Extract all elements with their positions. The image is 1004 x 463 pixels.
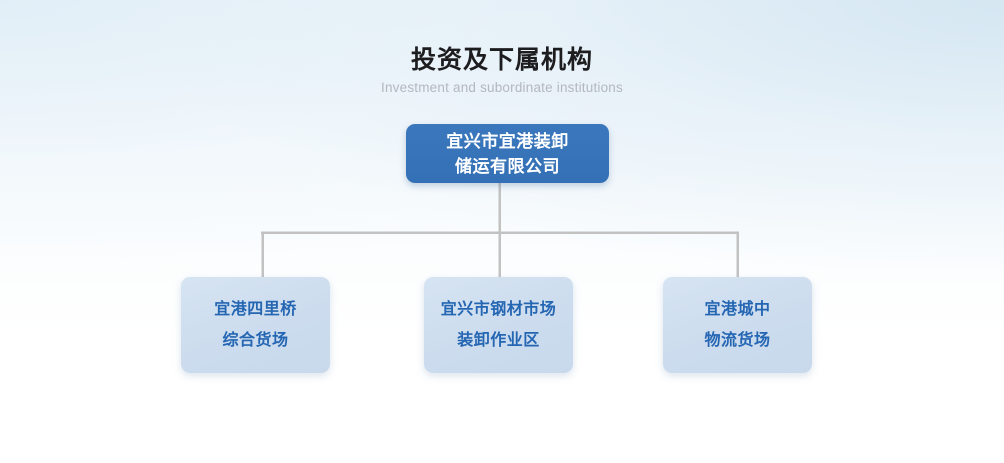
chart-heading: 投资及下属机构 Investment and subordinate insti… [0,44,1004,97]
org-node-child-3-line-1: 宜港城中 [704,301,771,318]
org-node-child-2-line-1: 宜兴市钢材市场 [440,301,557,318]
org-node-child-1-line-2: 综合货场 [222,332,289,349]
org-node-root-line-2: 储运有限公司 [455,156,560,176]
org-node-child-1-line-1: 宜港四里桥 [214,301,297,318]
page-title: 投资及下属机构 [410,46,593,74]
org-node-root-line-1: 宜兴市宜港装卸 [446,131,569,151]
org-node-child-3[interactable]: 宜港城中 物流货场 [663,277,812,373]
page-subtitle: Investment and subordinate institutions [381,80,623,95]
org-node-child-2[interactable]: 宜兴市钢材市场 装卸作业区 [424,277,573,373]
org-node-root[interactable]: 宜兴市宜港装卸 储运有限公司 [406,124,609,183]
org-node-child-3-line-2: 物流货场 [704,332,771,349]
org-node-child-1[interactable]: 宜港四里桥 综合货场 [181,277,330,373]
org-node-child-2-line-2: 装卸作业区 [457,332,540,349]
